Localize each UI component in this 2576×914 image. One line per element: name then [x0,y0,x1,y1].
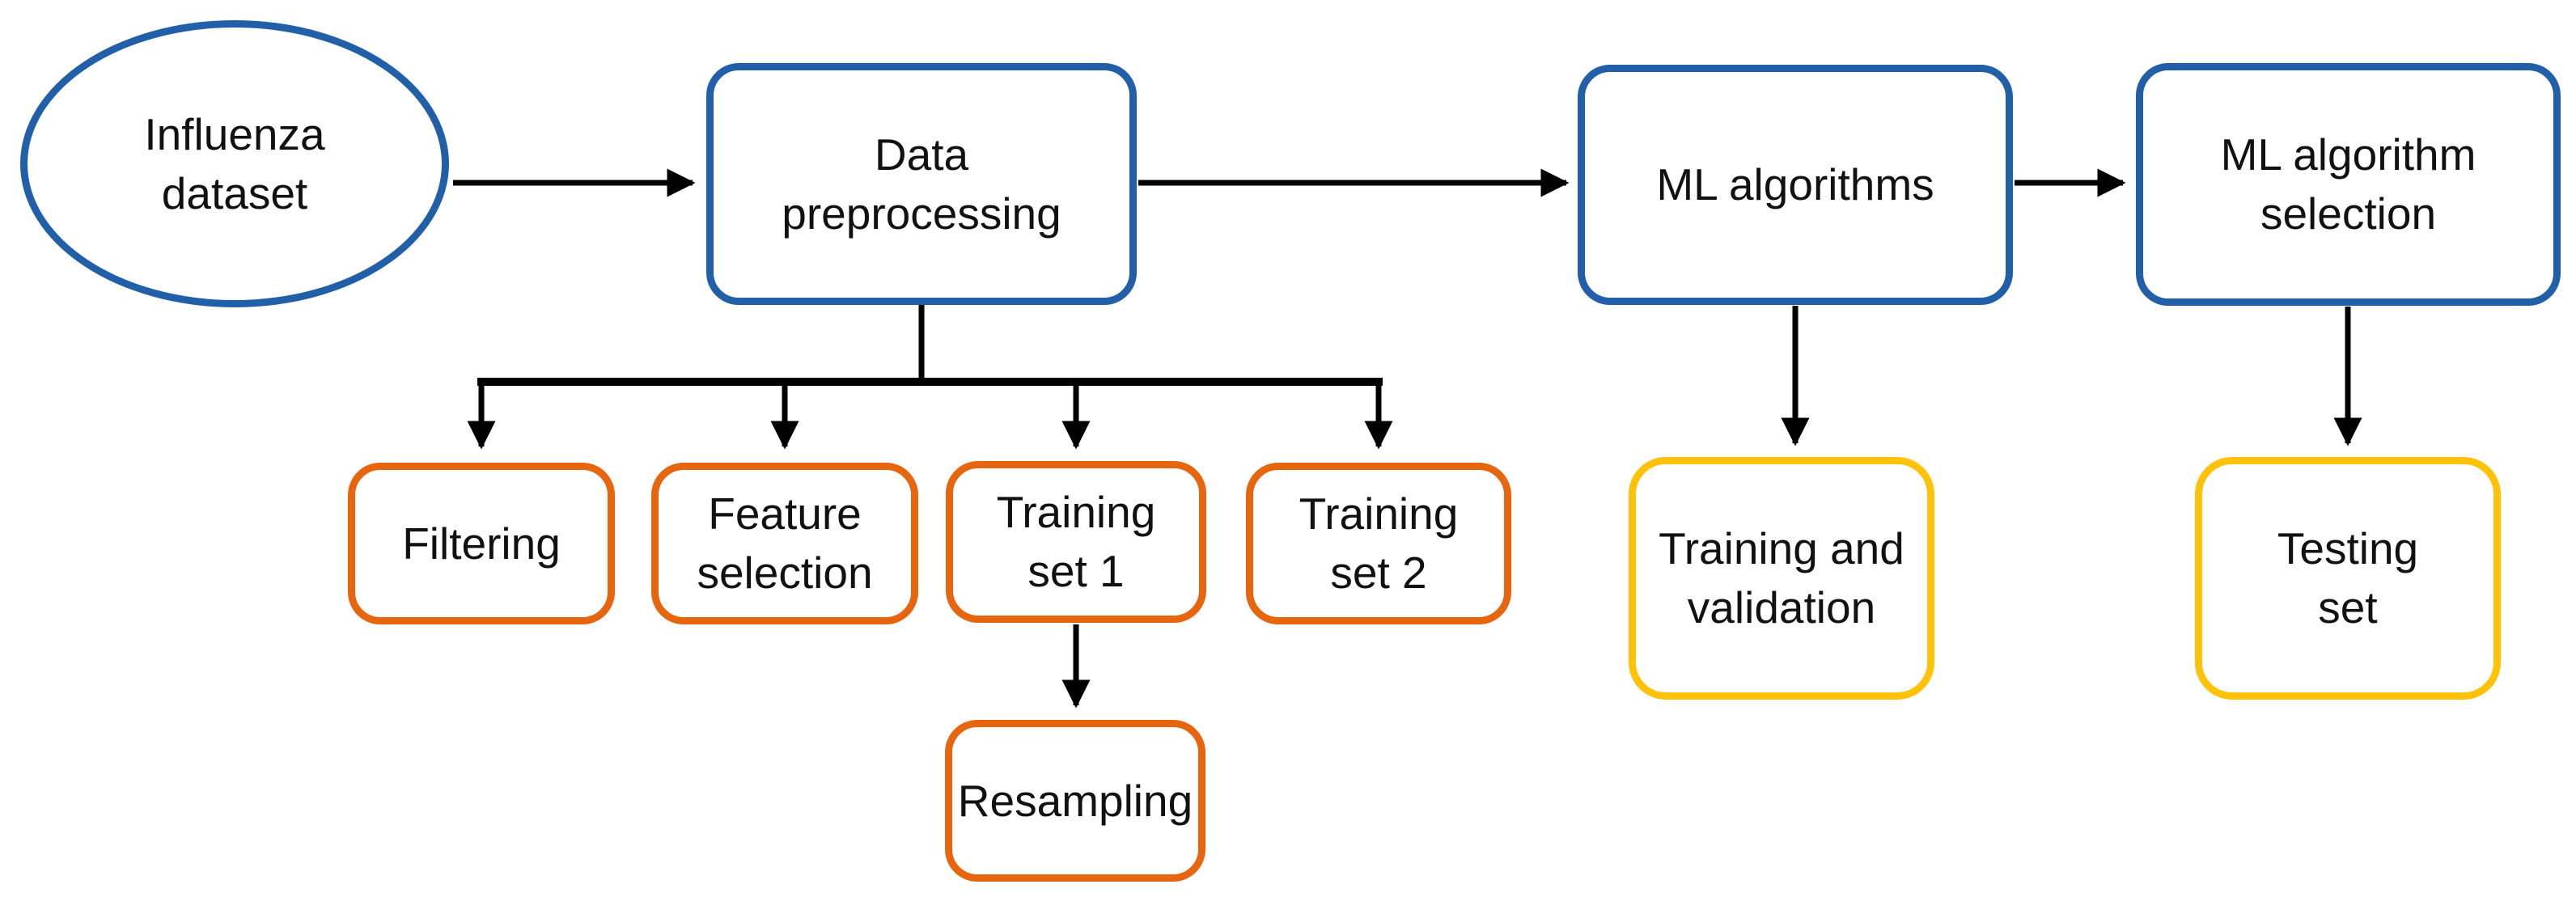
node-label: Feature selection [697,489,873,598]
node-influenza-dataset: Influenza dataset [20,20,449,307]
node-label: ML algorithm selection [2220,129,2476,239]
node-label: Influenza dataset [144,108,325,218]
node-ml-algorithms: ML algorithms [1578,65,2013,305]
node-training-and-validation: Training and validation [1629,457,1934,700]
node-label: Testing set [2277,523,2419,633]
node-training-set-2: Training set 2 [1246,463,1511,624]
node-label: Training and validation [1659,523,1904,633]
node-feature-selection: Feature selection [651,463,918,624]
node-label: Data preprocessing [782,129,1061,239]
node-label: Training set 2 [1299,489,1459,598]
node-training-set-1: Training set 1 [946,461,1206,623]
node-label: Resampling [957,775,1193,826]
node-testing-set: Testing set [2195,457,2501,700]
node-ml-algorithm-selection: ML algorithm selection [2136,63,2561,306]
node-label: ML algorithms [1656,159,1934,210]
node-label: Filtering [402,518,561,569]
node-resampling: Resampling [945,720,1205,882]
node-data-preprocessing: Data preprocessing [706,63,1137,305]
node-label: Training set 1 [996,487,1156,596]
node-filtering: Filtering [348,463,615,624]
